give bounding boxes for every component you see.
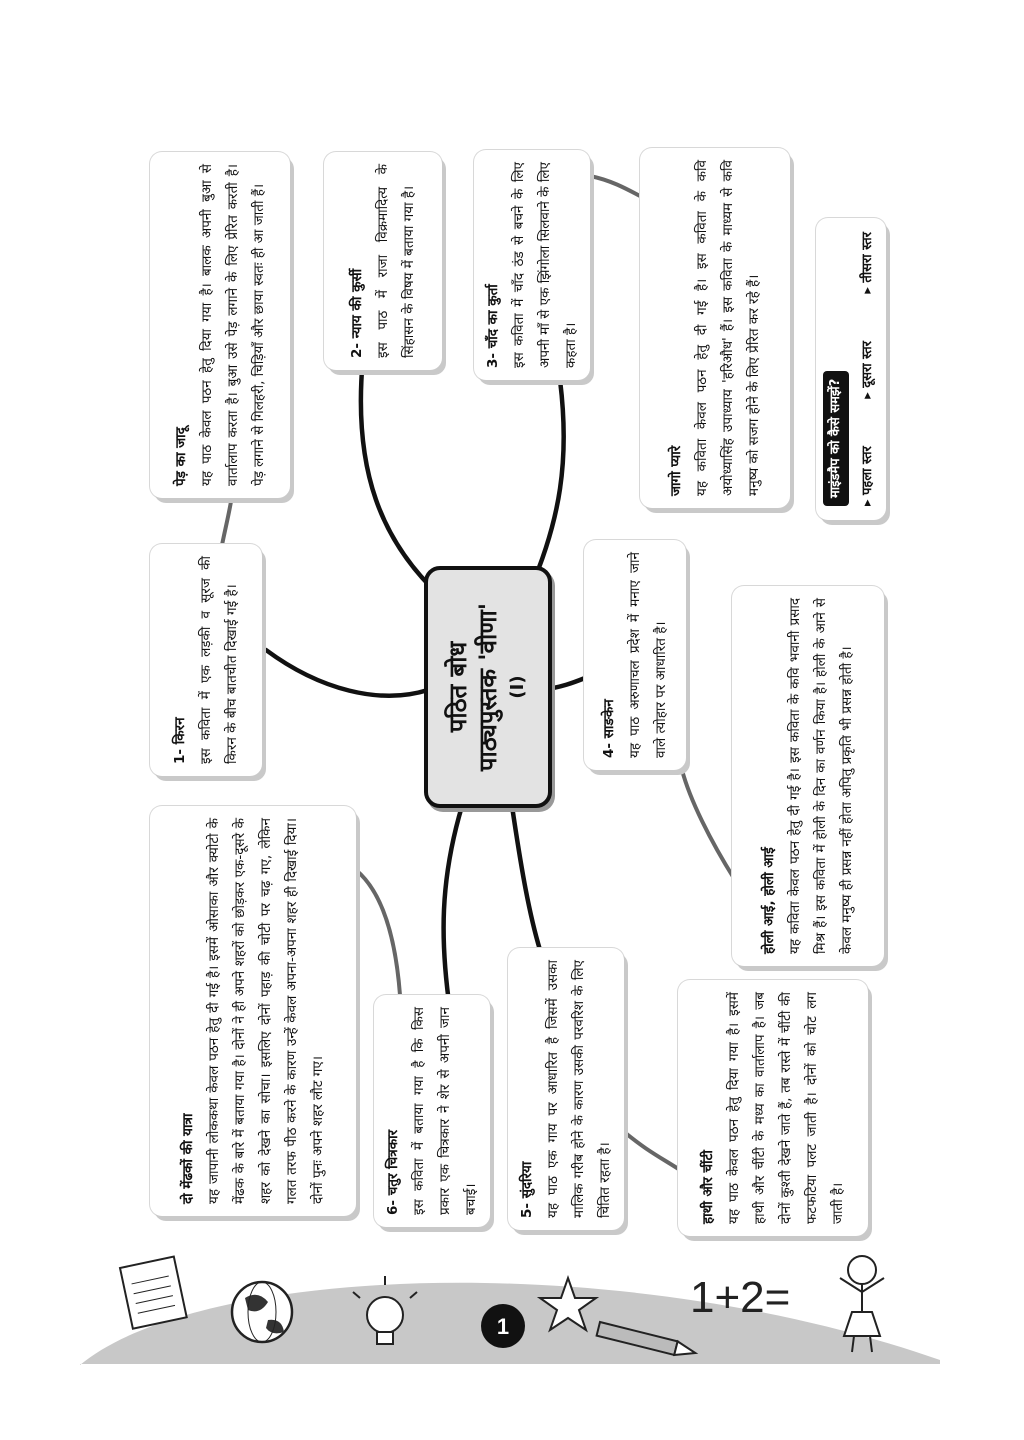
branch-holi: [680, 768, 737, 882]
lightbulb-icon: [352, 1276, 418, 1345]
node-title: जागो प्यारे: [668, 445, 684, 496]
node-text: यह पाठ अरुणाचल प्रदेश में मनाए जाने वाले…: [627, 552, 669, 758]
node-text: यह पाठ केवल पठन हेतु दिया गया है। बालक अ…: [199, 164, 267, 486]
node-title: 1- किरन: [172, 717, 188, 764]
pencil-icon: [595, 1320, 699, 1357]
node-chand-ka-kurta: 3- चाँद का कुर्ता इस कविता में चाँद ठंड …: [474, 150, 590, 380]
node-title: होली आई, होली आई: [761, 847, 777, 954]
node-sadoken: 4- साङकेन यह पाठ अरुणाचल प्रदेश में मनाए…: [584, 540, 686, 770]
node-sundariya: 5- सुंदरिया यह पाठ एक गाय पर आधारित है ज…: [508, 948, 624, 1230]
branch-hathi: [620, 1128, 682, 1172]
node-text: इस कविता में बताया गया है कि किस प्रकार …: [411, 1007, 479, 1215]
node-title: 2- न्याय की कुर्सी: [349, 268, 365, 358]
node-jago-pyare: जागो प्यारे यह कविता केवल पठन हेतु दी गई…: [640, 148, 790, 508]
node-title: पेड़ का जादू: [173, 427, 189, 486]
node-title: हाथी और चींटी: [700, 1150, 716, 1224]
node-hathi-aur-chinti: हाथी और चींटी यह पाठ केवल पठन हेतु दिया …: [678, 980, 868, 1236]
node-title: 6- चतुर चित्रकार: [385, 1129, 401, 1215]
node-ped-ka-jadu: पेड़ का जादू यह पाठ केवल पठन हेतु दिया ग…: [150, 152, 290, 498]
node-title: 4- साङकेन: [601, 699, 617, 758]
central-title-line3: (I): [507, 675, 528, 699]
node-text: यह कविता केवल पठन हेतु दी गई है। इस कवित…: [694, 160, 762, 496]
level-3-label: ▸ तीसरा स्तर: [860, 232, 875, 294]
central-topic-text: पठित बोध पाठ्यपुस्तक 'वीणा' (I): [443, 577, 533, 797]
node-kiran: 1- किरन इस कविता में एक लड़की व सूरज की …: [150, 544, 262, 776]
node-holi-aayi: होली आई, होली आई यह कविता केवल पठन हेतु …: [732, 586, 884, 966]
mindmap-howto-box: माइंडमैप को कैसे समझें? ▸ पहला स्तर ▸ दू…: [816, 218, 886, 520]
node-text: इस कविता में चाँद ठंड से बचने के लिए अपन…: [511, 162, 579, 368]
branch-jago: [588, 174, 642, 198]
node-text: इस कविता में एक लड़की व सूरज की किरन के …: [198, 556, 240, 764]
branch-chand: [527, 377, 566, 593]
node-text: यह पाठ केवल पठन हेतु दिया गया है। इसमें …: [726, 992, 846, 1224]
branch-kiran: [263, 647, 431, 698]
node-title: 5- सुंदरिया: [519, 1161, 535, 1218]
central-title-line2: पाठ्यपुस्तक 'वीणा': [474, 602, 502, 772]
page-number: 1: [497, 1314, 509, 1339]
level-1-label: ▸ पहला स्तर: [860, 446, 875, 506]
branch-nyay: [358, 367, 443, 599]
node-do-mendakon-ki-yatra: दो मेंढकों की यात्रा यह जापानी लोककथा के…: [150, 806, 356, 1216]
branch-mendak: [354, 868, 402, 997]
globe-icon: [230, 1280, 294, 1344]
footer-decoration: 1 1+2=: [80, 1255, 940, 1365]
level-2-label: ▸ दूसरा स्तर: [860, 341, 875, 399]
node-title: 3- चाँद का कुर्ता: [485, 284, 501, 368]
node-title: दो मेंढकों की यात्रा: [180, 1113, 196, 1204]
central-topic-box: पठित बोध पाठ्यपुस्तक 'वीणा' (I): [424, 566, 552, 808]
node-text: यह कविता केवल पठन हेतु दी गई है। इस कवित…: [787, 598, 855, 954]
howto-title: माइंडमैप को कैसे समझें?: [823, 370, 849, 506]
branch-ped: [220, 493, 234, 547]
math-doodle: 1+2=: [690, 1273, 790, 1322]
node-chatur-chitrakar: 6- चतुर चित्रकार इस कविता में बताया गया …: [374, 995, 490, 1227]
stick-figure-icon: [839, 1255, 885, 1353]
central-title-line1: पठित बोध: [444, 641, 472, 733]
node-nyay-ki-kursi: 2- न्याय की कुर्सी इस पाठ में राजा विक्र…: [324, 152, 442, 370]
star-icon: [536, 1274, 600, 1333]
notepad-icon: [118, 1255, 188, 1330]
branch-chatur: [441, 803, 465, 1013]
page-number-badge: [481, 1304, 525, 1348]
node-text: यह जापानी लोककथा केवल पठन हेतु दी गई है।…: [206, 818, 326, 1204]
node-text: यह पाठ एक गाय पर आधारित है जिसमें उसका म…: [545, 960, 613, 1218]
node-text: इस पाठ में राजा विक्रमादित्य के सिंहासन …: [375, 164, 417, 358]
howto-levels: ▸ पहला स्तर ▸ दूसरा स्तर ▸ तीसरा स्तर: [857, 232, 879, 506]
branch-sundariya: [509, 803, 543, 953]
